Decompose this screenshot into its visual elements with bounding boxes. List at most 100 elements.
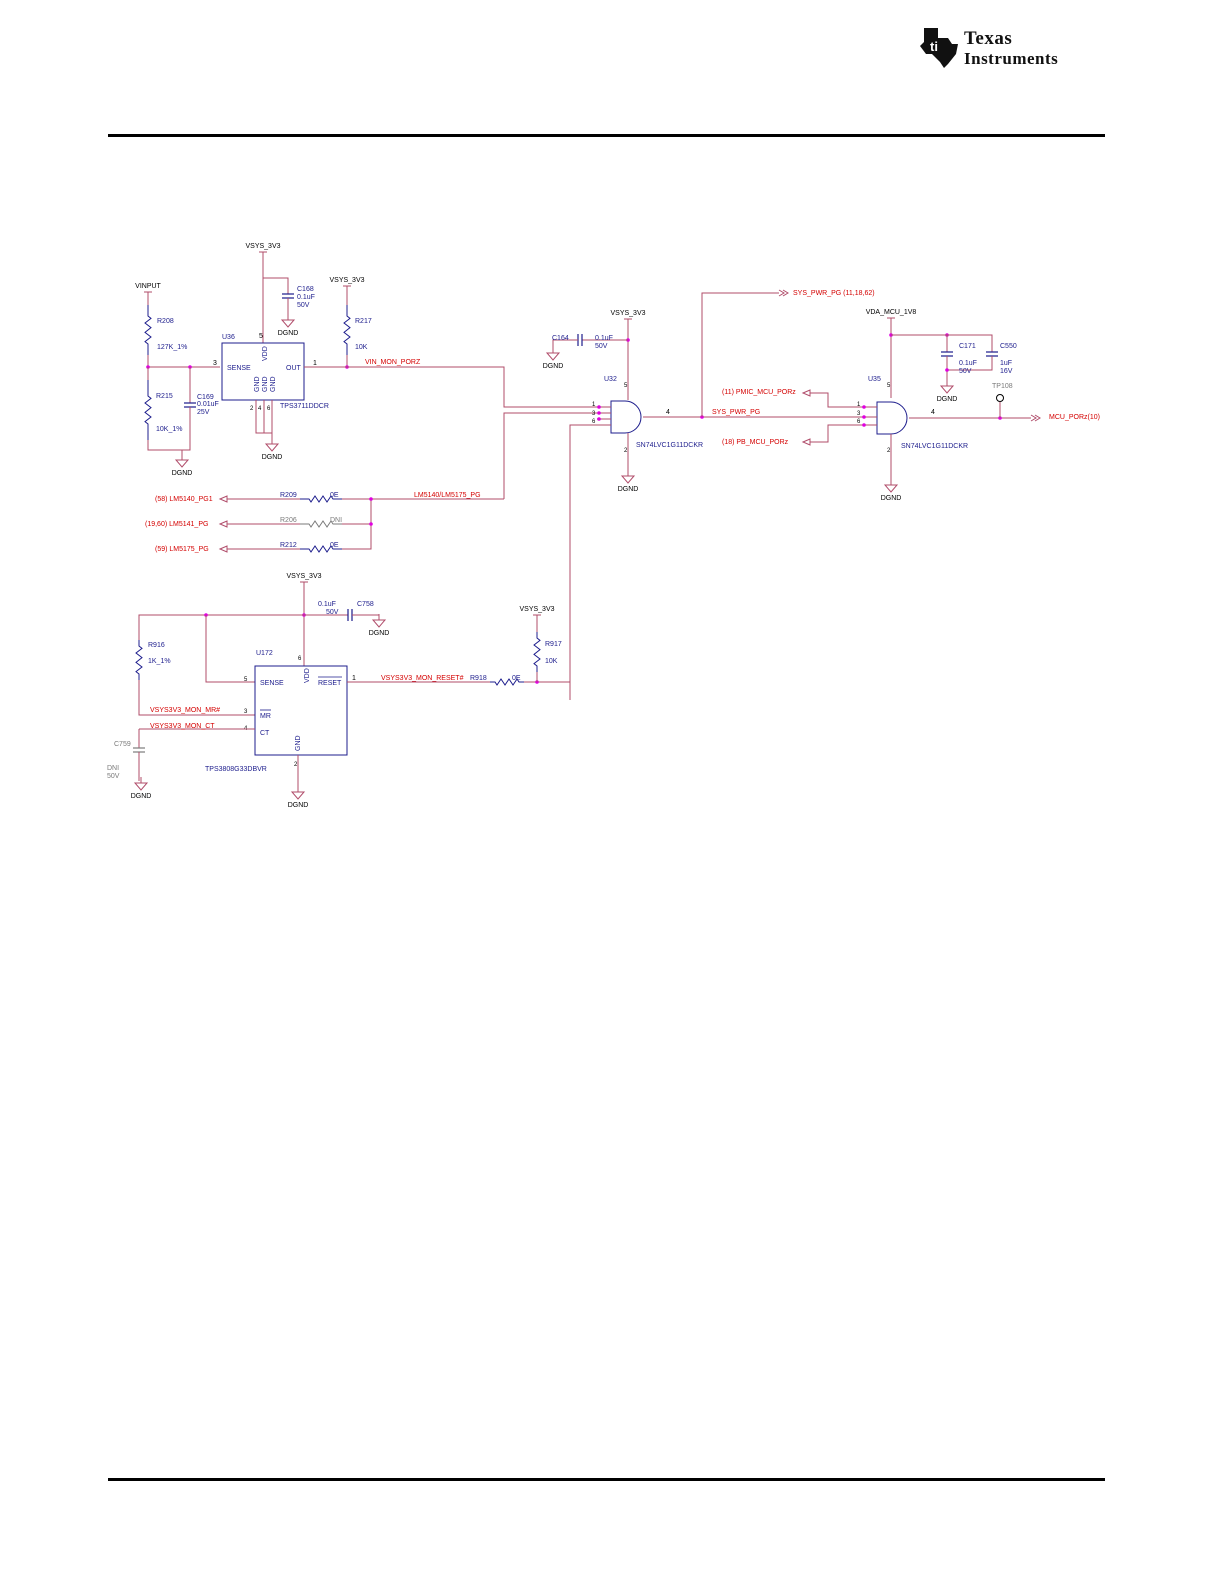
- r212-icon: [300, 545, 342, 553]
- wire-mr: [138, 680, 255, 716]
- r217-vsys-label: VSYS_3V3: [329, 277, 364, 284]
- u172-reset-label: RESET: [318, 680, 342, 687]
- wire-vin-mon-porz: [304, 366, 597, 408]
- c164-ground-label: DGND: [543, 363, 564, 370]
- c759-ref: C759: [114, 741, 131, 748]
- vsys-mon-reset-net: VSYS3V3_MON_RESET#: [381, 675, 464, 682]
- u172-gnd-label: GND: [295, 735, 302, 751]
- label-c171: C171: [959, 343, 976, 350]
- label-r217: R217: [355, 318, 372, 325]
- junction-dot: [597, 417, 601, 421]
- label-r208_val: 127K_1%: [157, 344, 187, 351]
- wire-sense-u36: [147, 355, 220, 368]
- ground-icon: [174, 459, 190, 468]
- ground-icon: [280, 319, 296, 328]
- u32-pin3: 3: [592, 411, 596, 417]
- u172-pin3: 3: [244, 709, 248, 715]
- wire-sys-pwr-pg-out: [701, 292, 779, 417]
- u36-ground-label: DGND: [172, 470, 193, 477]
- wire-r918-out: [524, 681, 571, 700]
- lm5175-arrow-icon: [218, 545, 228, 553]
- r917-vsys-label: VSYS_3V3: [519, 606, 554, 613]
- u172-sense-label: SENSE: [260, 680, 284, 687]
- label-r212: R212: [280, 542, 297, 549]
- u35-part: SN74LVC1G11DCKR: [901, 443, 968, 450]
- u36-pin1: 1: [313, 360, 317, 367]
- label-r217_val: 10K: [355, 344, 368, 351]
- u32-pin5: 5: [624, 383, 628, 389]
- mcu-porz-arrow-icon: [1030, 414, 1037, 422]
- label-c758_val1: 0.1uF: [318, 601, 336, 608]
- header-rule: [108, 134, 1105, 137]
- wire-u172-sense: [205, 615, 255, 683]
- ground-icon: [620, 475, 636, 484]
- u36-pin3: 3: [213, 360, 217, 367]
- pmic-mcu-porz-net: (11) PMIC_MCU_PORz: [722, 389, 796, 396]
- lm-net-label: LM5140/LM5175_PG: [414, 492, 481, 499]
- label-c758_val2: 50V: [326, 609, 339, 616]
- label-c550_val2: 16V: [1000, 368, 1013, 375]
- lm5140-arrow-icon: [218, 495, 228, 503]
- junction-dot: [945, 368, 949, 372]
- wire-u32-in6: [569, 424, 611, 700]
- u32-ref: U32: [604, 376, 617, 383]
- label-c168: C168: [297, 286, 314, 293]
- vinput-label: VINPUT: [135, 283, 161, 290]
- r209-icon: [300, 495, 342, 503]
- label-c169: C169: [197, 394, 214, 401]
- lm5141-arrow-icon: [218, 520, 228, 528]
- vin-mon-porz-net: VIN_MON_PORZ: [365, 359, 421, 366]
- u35-pin1: 1: [857, 402, 861, 408]
- u35-ground2-label: DGND: [937, 396, 958, 403]
- label-r208: R208: [157, 318, 174, 325]
- u35-pin4: 4: [931, 409, 935, 416]
- label-r917: R917: [545, 641, 562, 648]
- label-c169_val1: 0.01uF: [197, 401, 219, 408]
- wire-c550: [891, 334, 993, 352]
- u36-part: TPS3711DDCR: [280, 403, 329, 410]
- ground-icon: [371, 619, 387, 628]
- junction-dot: [369, 522, 373, 526]
- u36-out-label: OUT: [286, 365, 302, 372]
- u172-vdd-label: VDD: [304, 668, 311, 683]
- label-c171_val1: 0.1uF: [959, 360, 977, 367]
- u35-pin3: 3: [857, 411, 861, 417]
- svg-text:ti: ti: [930, 39, 938, 54]
- u36-pin4: 4: [258, 406, 262, 412]
- r918-icon: [490, 678, 524, 686]
- wire-pb-porz: [810, 424, 877, 443]
- u36-pin2: 2: [250, 406, 254, 412]
- wire-c550-gnd: [947, 356, 993, 371]
- r215-icon: [144, 380, 152, 440]
- ground-icon: [290, 791, 306, 800]
- u172-pin5: 5: [244, 677, 248, 683]
- u35-gate-icon: [876, 401, 908, 435]
- u36-ground2-label: DGND: [262, 454, 283, 461]
- label-r916_val: 1K_1%: [148, 658, 171, 665]
- u36-box: [221, 342, 305, 401]
- tp108-icon: [996, 394, 1004, 402]
- label-r209: R209: [280, 492, 297, 499]
- label-r918: R918: [470, 675, 487, 682]
- u172-vsys-label: VSYS_3V3: [286, 573, 321, 580]
- label-c171_val2: 50V: [959, 368, 972, 375]
- junction-dot: [862, 415, 866, 419]
- wire-pmic-porz: [810, 392, 877, 408]
- wire-r212-out: [342, 499, 372, 550]
- label-c164_val2: 50V: [595, 343, 608, 350]
- u36-sense-label: SENSE: [227, 365, 251, 372]
- u36-pin6: 6: [267, 406, 271, 412]
- u32-ground-label: DGND: [618, 486, 639, 493]
- u35-ref: U35: [868, 376, 881, 383]
- label-c550: C550: [1000, 343, 1017, 350]
- junction-dot: [597, 411, 601, 415]
- tp108-ref: TP108: [992, 383, 1013, 390]
- u172-mr-label: MR: [260, 713, 271, 720]
- mcu-porz-net: MCU_PORz(10): [1049, 414, 1100, 421]
- u35-vda-label: VDA_MCU_1V8: [866, 309, 917, 316]
- u32-pin2: 2: [624, 448, 628, 454]
- pb-arrow-icon: [801, 438, 811, 446]
- u32-gate-icon: [610, 400, 642, 434]
- label-c550_val1: 1uF: [1000, 360, 1012, 367]
